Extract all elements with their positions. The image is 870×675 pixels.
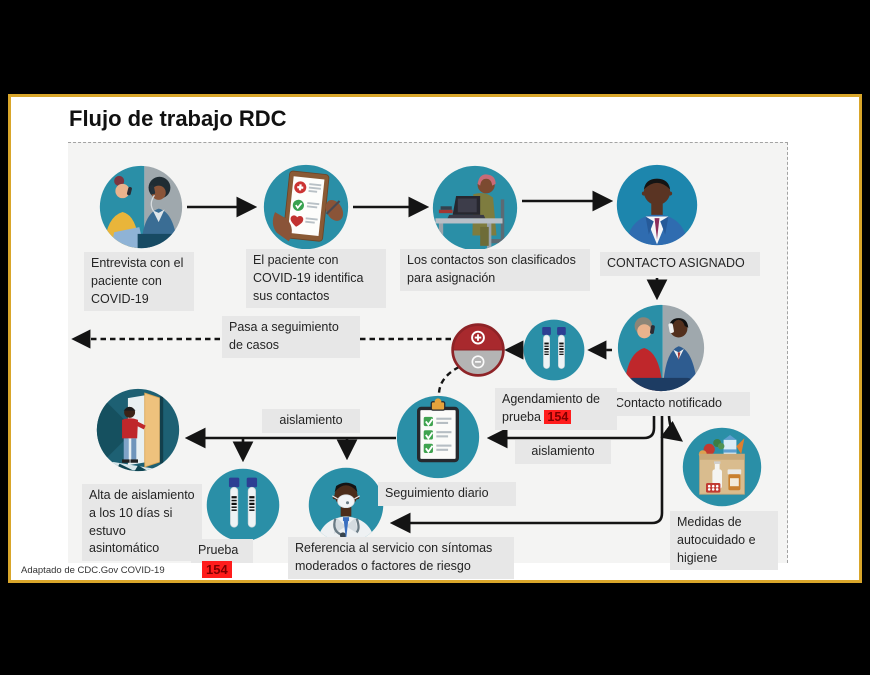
person-exiting-door-icon (96, 388, 180, 472)
arrow-notificado-referencia (389, 416, 664, 534)
agendamiento-badge: 154 (544, 409, 572, 424)
referencia-label: Referencia al servicio con síntomas mode… (288, 537, 514, 579)
source-footnote: Adaptado de CDC.Gov COVID-19 (21, 565, 165, 576)
identifica-label: El paciente con COVID-19 identifica sus … (246, 249, 386, 309)
notificado-label: Contacto notificado (608, 392, 750, 416)
page-title: Flujo de trabajo RDC (69, 106, 287, 131)
clasificados-label: Los contactos son clasificados para asig… (400, 249, 590, 291)
prueba-badge: 154 (202, 561, 232, 578)
asignado-node (616, 164, 698, 246)
grocery-supplies-bag-icon (682, 427, 762, 507)
dashed-resultado-seguimiento (437, 365, 460, 394)
male-contact-portrait-icon (616, 164, 698, 246)
prueba-label: Prueba (191, 539, 253, 563)
test-tubes-icon (206, 468, 280, 542)
two-people-phone-call-icon (617, 304, 705, 392)
test-tubes-icon (523, 319, 585, 381)
doctor-with-mask-icon (308, 467, 384, 543)
aislamiento-inferior-label: aislamiento (262, 409, 360, 433)
medidas-node (682, 427, 762, 507)
referencia-node (308, 467, 384, 543)
slide-canvas: Flujo de trabajo RDC (8, 94, 862, 583)
alta-node (96, 388, 180, 472)
tubos-prueba-node (206, 468, 280, 542)
clasificados-node (432, 165, 518, 251)
resultado-node (451, 323, 505, 377)
pasa-seguimiento-label: Pasa a seguimiento de casos (222, 316, 360, 358)
clipboard-checklist-medical-icon (263, 164, 349, 250)
asignado-label: CONTACTO ASIGNADO (600, 252, 760, 276)
worker-at-laptop-desk-icon (432, 165, 518, 251)
flow-arrows (71, 190, 683, 534)
seguimiento-diario-label: Seguimiento diario (378, 482, 516, 506)
positive-negative-test-result-icon (451, 323, 505, 377)
aislamiento-superior-label: aislamiento (515, 440, 611, 464)
tubos-agendamiento-node (523, 319, 585, 381)
identifica-node (263, 164, 349, 250)
arrow-notificado-medidas (660, 415, 683, 442)
daily-checklist-clipboard-icon (396, 395, 480, 479)
agendamiento-label: Agendamiento de prueba 154 (495, 388, 617, 430)
entrevista-node (99, 165, 183, 249)
seguimiento-node (396, 395, 480, 479)
notificado-node (617, 304, 705, 392)
entrevista-label: Entrevista con el paciente con COVID-19 (84, 252, 194, 312)
medidas-label: Medidas de autocuidado e higiene (670, 511, 778, 571)
alta-label: Alta de aislamiento a los 10 días si est… (82, 484, 202, 561)
arrow-notificado-seguimiento (486, 416, 656, 449)
interview-phone-call-icon (99, 165, 183, 249)
